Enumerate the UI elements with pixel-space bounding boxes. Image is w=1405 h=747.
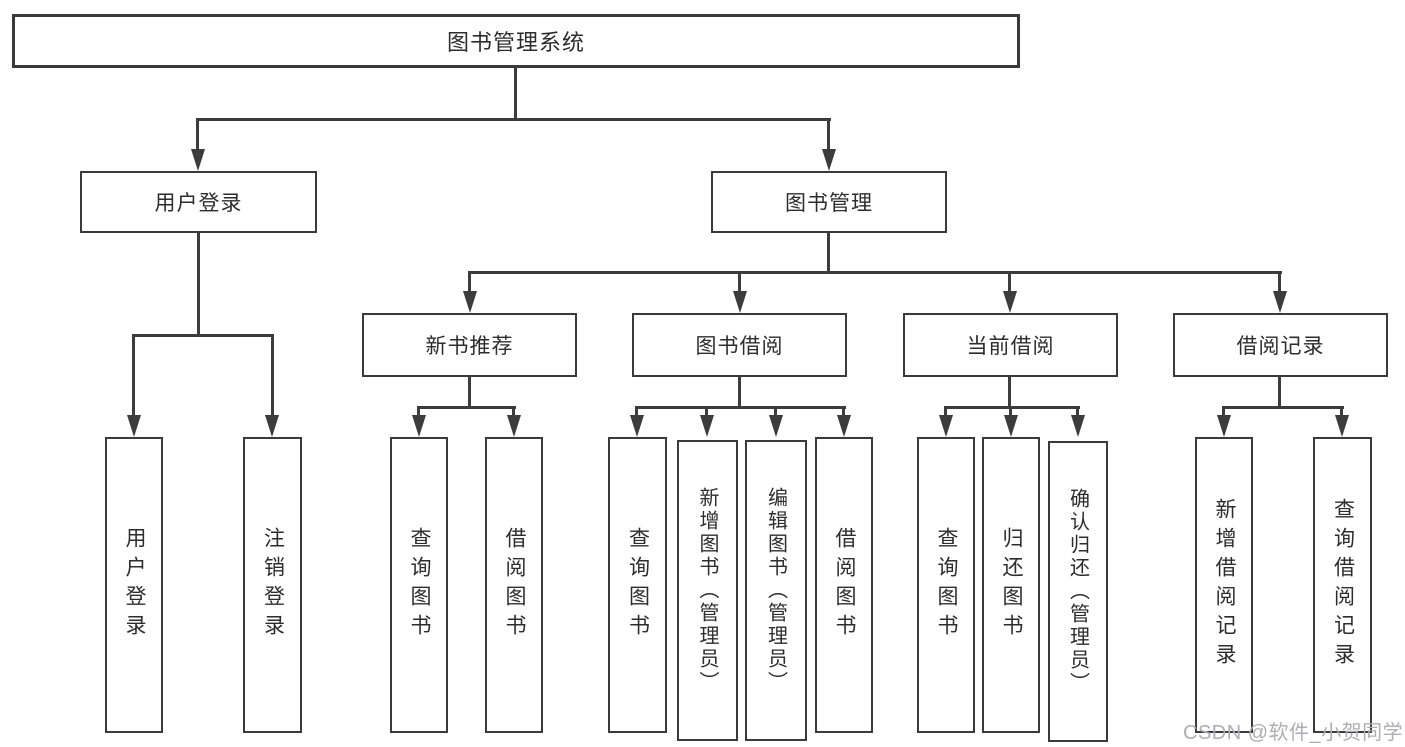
arrowhead-icon (1004, 415, 1018, 437)
edge-stem (738, 271, 741, 292)
leaf-query-books-1: 查询图书 (390, 437, 448, 733)
edge-stem (271, 334, 274, 416)
node-label: 新书推荐 (425, 335, 514, 358)
leaf-label: 借阅图书 (833, 527, 856, 643)
arrowhead-icon (127, 415, 141, 437)
leaf-label: 确认归还（管理员） (1066, 488, 1089, 695)
edge-stem (1009, 406, 1012, 416)
leaf-borrow-books-1: 借阅图书 (485, 437, 543, 733)
arrowhead-icon (412, 415, 426, 437)
edge-userlogin-branch (132, 334, 274, 337)
arrowhead-icon (1273, 291, 1287, 313)
node-label: 借阅记录 (1236, 335, 1325, 358)
leaf-edit-book-admin: 编辑图书（管理员） (745, 440, 807, 741)
leaf-label: 用户登录 (123, 527, 146, 643)
edge-branch (944, 406, 1080, 409)
edge-stem (512, 406, 515, 416)
leaf-label: 借阅图书 (503, 527, 526, 643)
leaf-confirm-return-admin: 确认归还（管理员） (1048, 441, 1108, 742)
arrowhead-icon (733, 291, 747, 313)
leaf-label: 查询图书 (408, 527, 431, 643)
edge-bookmgmt-branch (468, 271, 1282, 274)
node-label: 图书管理 (785, 192, 873, 215)
leaf-return-book: 归还图书 (982, 437, 1040, 733)
arrowhead-icon (191, 149, 205, 171)
edge-branch (417, 406, 516, 409)
leaf-label: 新增图书（管理员） (696, 487, 718, 694)
arrowhead-icon (837, 415, 851, 437)
node-book-borrow: 图书借阅 (632, 313, 847, 377)
node-label: 图书借阅 (695, 335, 784, 358)
node-label: 图书管理系统 (446, 30, 585, 55)
leaf-add-book-admin: 新增图书（管理员） (677, 440, 738, 741)
edge-root-branch (197, 118, 831, 121)
edge-stem (1222, 406, 1225, 416)
edge-root-stem (514, 68, 517, 120)
arrowhead-icon (939, 415, 953, 437)
edge-stem (1008, 377, 1011, 407)
leaf-label: 新增借阅记录 (1213, 498, 1236, 672)
node-borrow-records: 借阅记录 (1173, 313, 1388, 377)
leaf-query-books-3: 查询图书 (917, 437, 975, 733)
node-user-login-group: 用户登录 (80, 171, 317, 233)
arrowhead-icon (1217, 415, 1231, 437)
arrowhead-icon (1003, 291, 1017, 313)
edge-branch (635, 406, 846, 409)
edge-stem (132, 334, 135, 416)
leaf-query-borrow-record: 查询借阅记录 (1313, 437, 1372, 733)
leaf-label: 查询图书 (935, 527, 958, 643)
edge-stem (842, 406, 845, 416)
edge-stem (468, 377, 471, 407)
arrowhead-icon (769, 415, 783, 437)
node-library-management-system: 图书管理系统 (12, 14, 1020, 68)
edge-bookmgmt-stem (827, 233, 830, 273)
edge-to-book-mgmt-stem (827, 118, 830, 151)
edge-stem (468, 271, 471, 292)
arrowhead-icon (265, 415, 279, 437)
edge-stem (738, 377, 741, 407)
arrowhead-icon (1335, 415, 1349, 437)
arrowhead-icon (1071, 415, 1085, 437)
leaf-borrow-books-2: 借阅图书 (815, 437, 873, 733)
arrowhead-icon (630, 415, 644, 437)
node-label: 当前借阅 (966, 335, 1055, 358)
node-current-borrow: 当前借阅 (903, 313, 1118, 377)
arrowhead-icon (463, 291, 477, 313)
leaf-logout: 注销登录 (243, 437, 302, 733)
node-label: 用户登录 (154, 192, 243, 215)
edge-stem (774, 406, 777, 416)
edge-userlogin-stem (197, 233, 200, 336)
edge-branch (1222, 406, 1344, 409)
edge-stem (1340, 406, 1343, 416)
leaf-label: 查询图书 (626, 527, 650, 643)
leaf-add-borrow-record: 新增借阅记录 (1195, 437, 1253, 733)
edge-stem (1076, 406, 1079, 416)
watermark: CSDN @软件_小贺同学 (1183, 722, 1404, 744)
edge-stem (417, 406, 420, 416)
arrowhead-icon (507, 415, 521, 437)
edge-stem (1278, 377, 1281, 407)
leaf-label: 编辑图书（管理员） (764, 487, 787, 694)
arrowhead-icon (700, 415, 714, 437)
arrowhead-icon (822, 149, 836, 171)
leaf-user-login: 用户登录 (105, 437, 163, 733)
edge-stem (944, 406, 947, 416)
edge-stem (1278, 271, 1281, 292)
node-book-management: 图书管理 (711, 171, 947, 233)
leaf-label: 查询借阅记录 (1331, 498, 1355, 672)
edge-stem (705, 406, 708, 416)
edge-stem (1008, 271, 1011, 292)
leaf-query-books-2: 查询图书 (608, 437, 667, 733)
edge-to-user-login-stem (196, 118, 199, 151)
leaf-label: 注销登录 (261, 527, 285, 643)
node-new-book-recommend: 新书推荐 (362, 313, 577, 377)
edge-stem (635, 406, 638, 416)
leaf-label: 归还图书 (1000, 527, 1023, 643)
